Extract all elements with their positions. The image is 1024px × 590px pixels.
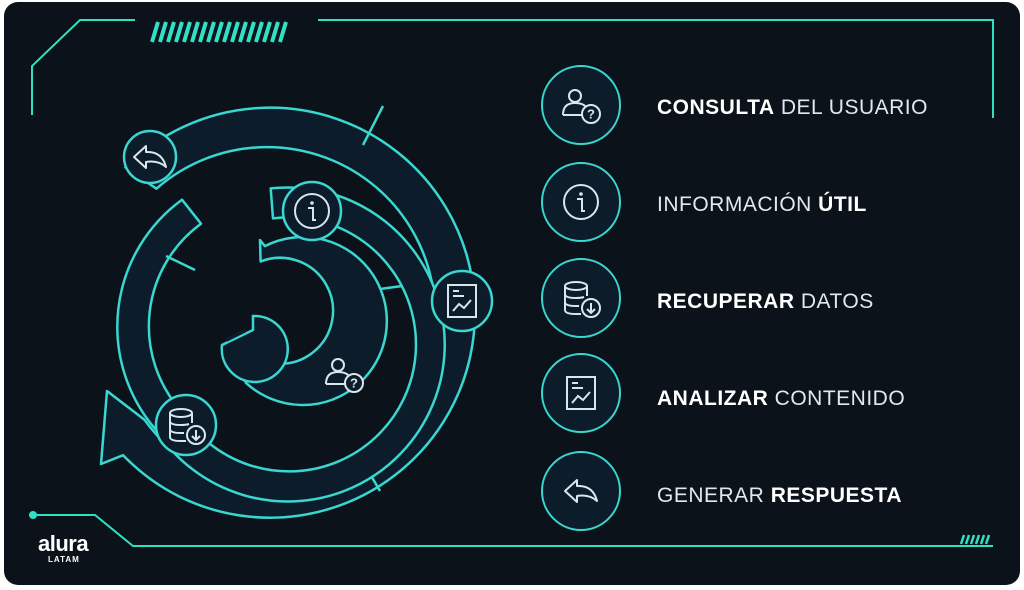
step-icon-circle-1 [541,65,621,145]
step-icon-circle-4 [541,353,621,433]
step-label: ANALIZAR CONTENIDO [657,387,906,410]
step-icon-circle-3 [541,258,621,338]
step-label: RECUPERAR DATOS [657,290,874,313]
logo-sub: LATAM [48,555,80,564]
middle-ring-divider [165,254,196,272]
step-label: GENERAR RESPUESTA [657,484,902,507]
outer-ring-divider [361,105,385,146]
ring-node-database [154,393,218,457]
middle-ring [116,186,446,503]
alura-logo: alura LATAM [38,531,89,565]
frame-line-top-right [318,19,994,118]
ring-node-info [281,180,343,242]
ring-node-chart [430,269,494,333]
step-item: RECUPERAR DATOS [535,256,995,353]
hatch-decoration-bottom [959,534,991,545]
hatch-decoration-top [150,21,288,43]
step-item: INFORMACIÓN ÚTIL [535,159,995,256]
frame-line-bottom [33,514,993,547]
inner-cut [225,328,247,342]
step-item: GENERAR RESPUESTA [535,450,995,547]
logo-name: alura [38,531,89,556]
step-icon-circle-5 [541,451,621,531]
ring-node-reply [122,129,178,185]
step-icon-circle-2 [541,162,621,242]
outer-ring-arrow [99,106,477,519]
step-label: CONSULTA DEL USUARIO [657,96,928,119]
frame-dot [29,511,37,519]
frame-line-top [31,19,135,115]
step-item: ANALIZAR CONTENIDO [535,353,995,450]
steps-list: CONSULTA DEL USUARIO INFORMACIÓN ÚTIL RE… [535,62,995,547]
step-item: CONSULTA DEL USUARIO [535,62,995,159]
inner-cut [220,314,289,384]
step-label: INFORMACIÓN ÚTIL [657,193,867,216]
